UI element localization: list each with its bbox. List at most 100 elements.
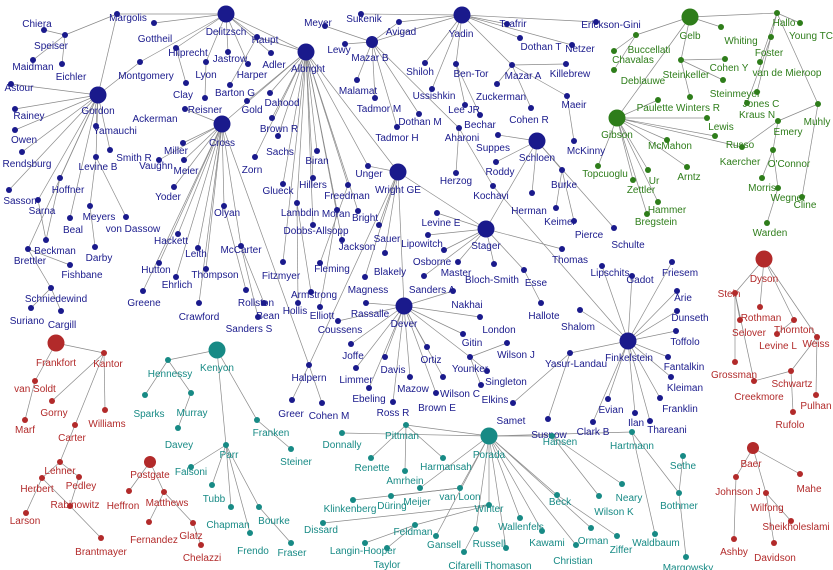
- node-dot[interactable]: [306, 362, 312, 368]
- node-dot[interactable]: [477, 314, 483, 320]
- node-LevineB[interactable]: Levine B: [79, 154, 118, 173]
- node-dot[interactable]: [493, 159, 499, 165]
- node-dot[interactable]: [751, 378, 757, 384]
- node-dot[interactable]: [788, 368, 794, 374]
- node-Speiser[interactable]: Speiser: [34, 32, 69, 52]
- node-Greene[interactable]: Greene: [127, 288, 161, 309]
- node-dot[interactable]: [188, 464, 194, 470]
- node-dot[interactable]: [345, 182, 351, 188]
- node-Maeir[interactable]: Maeir: [561, 93, 587, 111]
- node-Meijer[interactable]: Meijer: [403, 485, 431, 508]
- node-Dissard[interactable]: Dissard: [304, 520, 338, 536]
- node-dot[interactable]: [478, 382, 484, 388]
- node-dot[interactable]: [644, 211, 650, 217]
- node-dot[interactable]: [564, 93, 570, 99]
- node-dot[interactable]: [268, 50, 274, 56]
- node-Beckman[interactable]: Beckman: [34, 237, 76, 257]
- node-Bregstein[interactable]: Bregstein: [635, 211, 677, 228]
- node-dot[interactable]: [72, 422, 78, 428]
- node-dot[interactable]: [151, 20, 157, 26]
- node-dot[interactable]: [267, 90, 273, 96]
- node-Muhly[interactable]: Muhly: [804, 101, 831, 128]
- node-TadmorM[interactable]: Tadmor M: [357, 95, 401, 115]
- node-dot[interactable]: [674, 308, 680, 314]
- node-dot[interactable]: [198, 542, 204, 548]
- node-Rassalle[interactable]: Rassalle: [351, 300, 390, 320]
- node-Morris[interactable]: Morris: [748, 175, 776, 194]
- node-Gansell[interactable]: Gansell: [427, 533, 461, 551]
- node-Dunseth[interactable]: Dunseth: [671, 308, 709, 324]
- node-Russo[interactable]: Russo: [712, 133, 755, 151]
- node-dot[interactable]: [681, 8, 699, 26]
- node-dot[interactable]: [521, 267, 527, 273]
- node-Lipschits[interactable]: Lipschits: [591, 263, 630, 279]
- node-dot[interactable]: [683, 554, 689, 560]
- node-dot[interactable]: [372, 95, 378, 101]
- node-dot[interactable]: [510, 400, 516, 406]
- node-Davis[interactable]: Davis: [380, 354, 406, 376]
- node-dot[interactable]: [424, 344, 430, 350]
- node-Frendo[interactable]: Frendo: [237, 530, 269, 557]
- node-Burke[interactable]: Burke: [551, 167, 578, 191]
- node-dot[interactable]: [62, 32, 68, 38]
- node-dot[interactable]: [669, 259, 675, 265]
- node-dot[interactable]: [674, 288, 680, 294]
- node-Renette[interactable]: Renette: [354, 455, 390, 474]
- node-dot[interactable]: [123, 214, 129, 220]
- node-dot[interactable]: [254, 34, 260, 40]
- node-Miller[interactable]: Miller: [164, 140, 189, 157]
- node-dot[interactable]: [308, 289, 314, 295]
- node-Herman[interactable]: Herman: [511, 190, 547, 217]
- node-Parr[interactable]: Parr: [220, 442, 240, 461]
- node-LanginHooper[interactable]: Langin-Hooper: [330, 540, 397, 557]
- node-dot[interactable]: [611, 67, 617, 73]
- node-dot[interactable]: [195, 245, 201, 251]
- node-dot[interactable]: [473, 526, 479, 532]
- node-dot[interactable]: [295, 300, 301, 306]
- node-dot[interactable]: [645, 167, 651, 173]
- node-dot[interactable]: [209, 482, 215, 488]
- node-dot[interactable]: [394, 124, 400, 130]
- node-Heffron[interactable]: Heffron: [107, 488, 140, 512]
- node-dot[interactable]: [261, 300, 267, 306]
- node-Glatz[interactable]: Glatz: [179, 520, 203, 542]
- node-dot[interactable]: [457, 485, 463, 491]
- node-dot[interactable]: [484, 368, 490, 374]
- node-dot[interactable]: [140, 288, 146, 294]
- node-dot[interactable]: [221, 203, 227, 209]
- node-dot[interactable]: [67, 503, 73, 509]
- node-CohenR[interactable]: Cohen R: [509, 105, 549, 126]
- node-Ur[interactable]: Ur: [645, 167, 660, 187]
- node-dot[interactable]: [93, 123, 99, 129]
- node-Arie[interactable]: Arie: [674, 288, 692, 304]
- node-Olyan[interactable]: Olyan: [214, 203, 240, 219]
- node-Singleton[interactable]: Singleton: [484, 368, 527, 388]
- node-dot[interactable]: [453, 6, 471, 24]
- node-dot[interactable]: [665, 354, 671, 360]
- node-dot[interactable]: [165, 357, 171, 363]
- node-Dever[interactable]: Dever: [391, 297, 418, 331]
- node-dot[interactable]: [731, 536, 737, 542]
- node-dot[interactable]: [48, 285, 54, 291]
- node-Warden[interactable]: Warden: [753, 220, 788, 239]
- node-dot[interactable]: [190, 520, 196, 526]
- node-Postgate[interactable]: Postgate: [130, 456, 170, 481]
- node-dot[interactable]: [314, 148, 320, 154]
- node-Netzer[interactable]: Netzer: [565, 42, 595, 55]
- node-Hallote[interactable]: Hallote: [528, 300, 560, 322]
- node-dot[interactable]: [633, 32, 639, 38]
- node-dot[interactable]: [417, 485, 423, 491]
- node-Mahe[interactable]: Mahe: [796, 471, 822, 495]
- node-Steiner[interactable]: Steiner: [280, 446, 313, 468]
- node-Steinkeller[interactable]: Steinkeller: [663, 57, 710, 81]
- node-dot[interactable]: [453, 61, 459, 67]
- node-dot[interactable]: [362, 274, 368, 280]
- node-dot[interactable]: [363, 300, 369, 306]
- node-vonDassow[interactable]: von Dassow: [106, 214, 161, 235]
- node-dot[interactable]: [764, 220, 770, 226]
- node-JonesC[interactable]: Jones C: [743, 89, 780, 110]
- node-Bourke[interactable]: Bourke: [256, 504, 290, 527]
- node-Greer[interactable]: Greer: [278, 397, 304, 420]
- node-Hallo[interactable]: Hallo: [773, 10, 796, 29]
- node-dot[interactable]: [49, 398, 55, 404]
